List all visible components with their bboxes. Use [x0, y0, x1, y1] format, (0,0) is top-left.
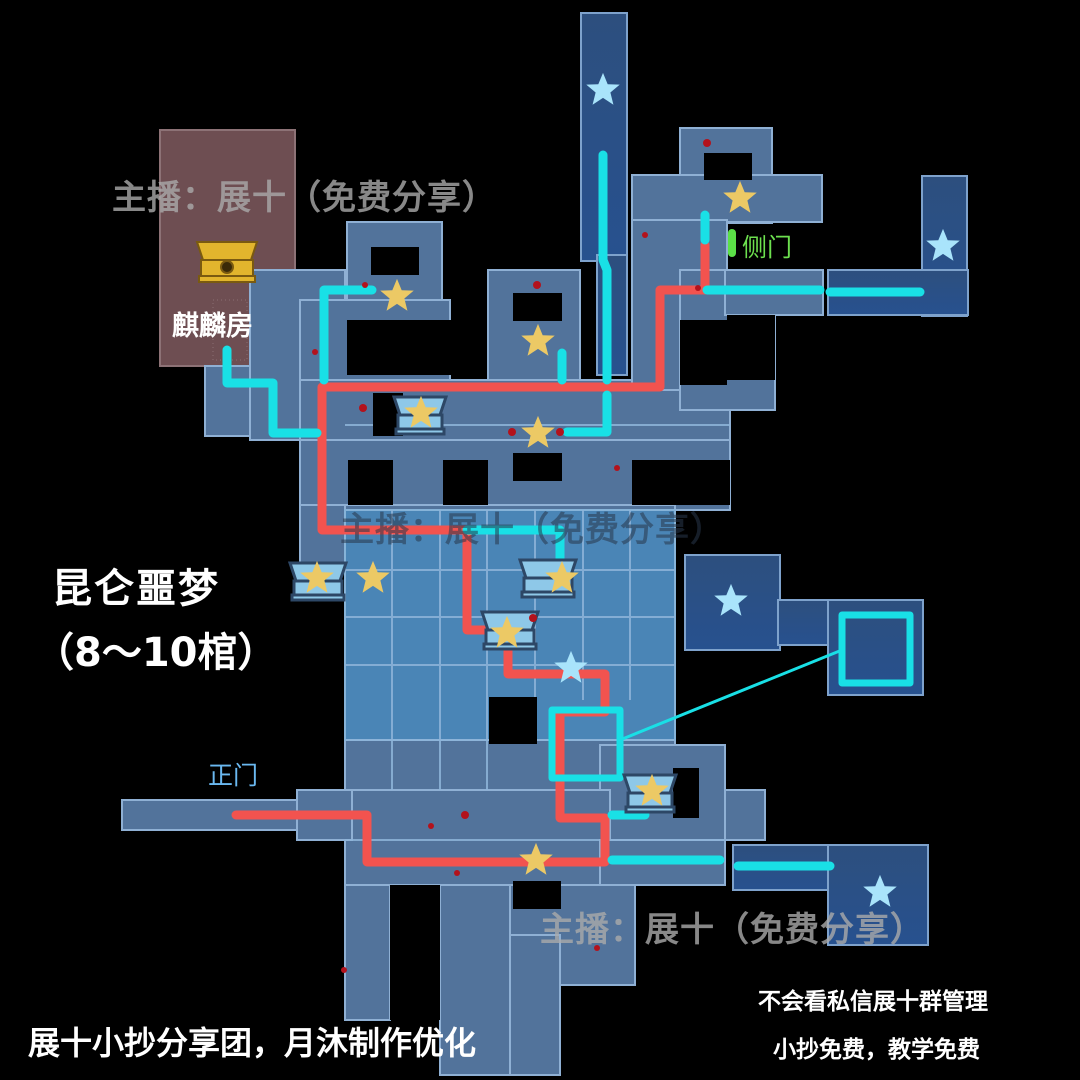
side-door-label: 侧门	[742, 233, 793, 262]
watermark-top: 主播：展十（免费分享）	[112, 178, 497, 218]
map-title: 昆仑噩梦	[52, 566, 220, 612]
main-door-label: 正门	[208, 761, 259, 790]
qilin-room-label: 麒麟房	[172, 311, 253, 342]
watermark-middle: 主播：展十（免费分享）	[340, 510, 725, 550]
map-subtitle: （8～10棺）	[34, 630, 278, 676]
red-markers	[312, 139, 711, 973]
coffin-icon	[479, 610, 541, 651]
side-door-marker	[728, 229, 736, 257]
credit-line: 展十小抄分享团，月沐制作优化	[28, 1024, 477, 1062]
main-route	[231, 240, 710, 867]
void-blocks	[347, 153, 775, 1020]
note-line-1: 不会看私信展十群管理	[758, 989, 988, 1015]
note-line-2: 小抄免费，教学免费	[773, 1037, 980, 1063]
golden-chest-icon	[195, 241, 259, 283]
watermark-bottom: 主播：展十（免费分享）	[540, 910, 925, 950]
